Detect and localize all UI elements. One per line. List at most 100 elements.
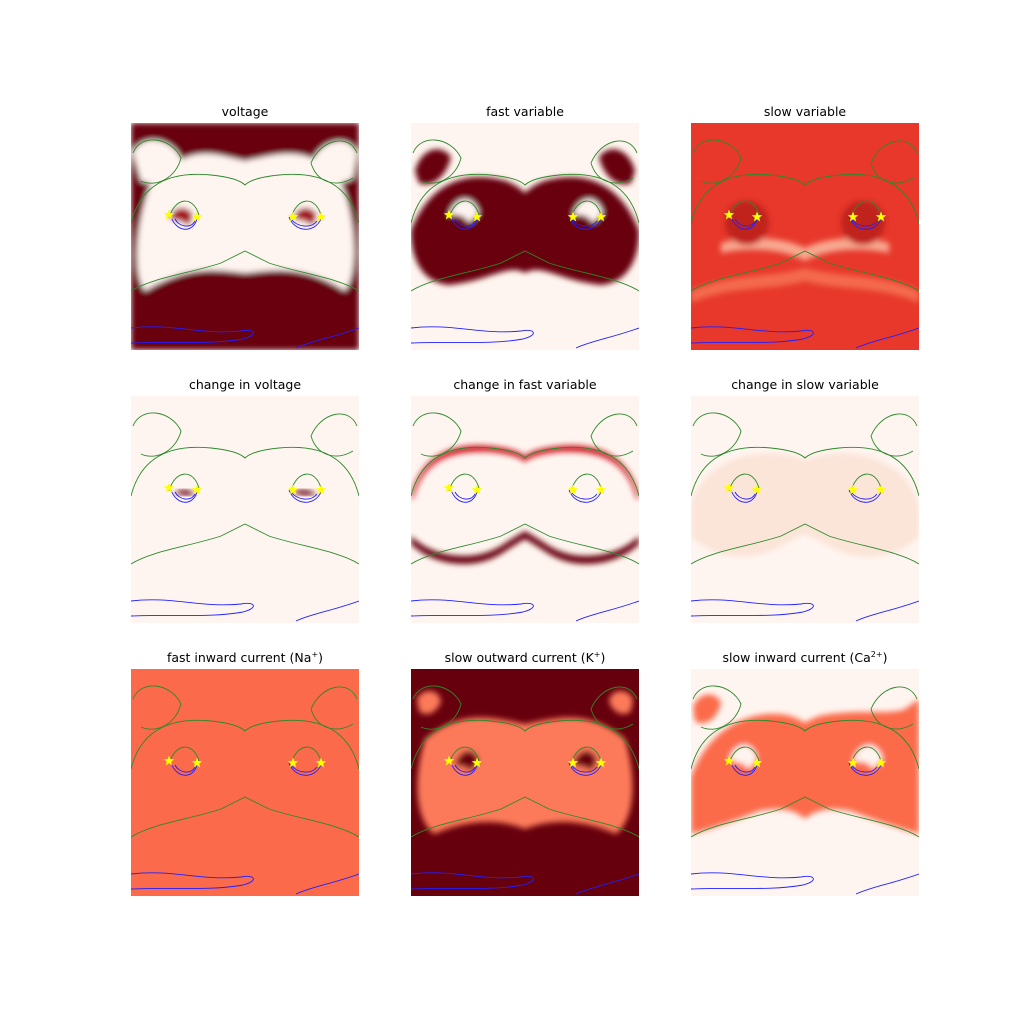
panel-1: voltage bbox=[131, 104, 359, 350]
star-marker bbox=[471, 211, 483, 222]
blue-contour bbox=[691, 872, 814, 890]
star-marker bbox=[163, 482, 175, 493]
green-contour bbox=[310, 686, 358, 730]
star-marker bbox=[875, 757, 887, 768]
star-marker bbox=[315, 484, 327, 495]
star-marker bbox=[163, 755, 175, 766]
star-marker bbox=[567, 484, 579, 495]
blue-contour bbox=[575, 873, 639, 895]
star-marker bbox=[751, 211, 763, 222]
blue-contour bbox=[450, 489, 478, 503]
blue-contour bbox=[730, 489, 758, 503]
heatmap-region bbox=[417, 690, 441, 714]
blue-contour bbox=[450, 762, 478, 776]
heatmap-region bbox=[293, 207, 317, 226]
star-marker bbox=[595, 757, 607, 768]
blue-contour bbox=[850, 491, 878, 500]
star-marker bbox=[471, 484, 483, 495]
panel-6: change in slow variable bbox=[691, 377, 919, 623]
panel-title: change in slow variable bbox=[731, 377, 879, 392]
panel-4: change in voltage bbox=[131, 377, 359, 623]
green-contour bbox=[692, 412, 742, 457]
green-contour bbox=[131, 796, 359, 838]
green-contour bbox=[691, 250, 919, 292]
star-marker bbox=[471, 757, 483, 768]
green-contour bbox=[691, 796, 919, 838]
green-contour bbox=[870, 140, 918, 184]
star-marker bbox=[191, 484, 203, 495]
blue-contour bbox=[734, 218, 756, 227]
heatmap-background bbox=[691, 123, 919, 350]
star-marker bbox=[847, 484, 859, 495]
panel-title: change in voltage bbox=[188, 377, 302, 392]
heatmap-region bbox=[841, 201, 885, 245]
blue-contour bbox=[570, 764, 598, 773]
green-contour bbox=[870, 413, 918, 457]
green-contour bbox=[412, 139, 462, 184]
star-marker bbox=[723, 209, 735, 220]
heatmap-region bbox=[417, 717, 633, 834]
blue-contour bbox=[575, 600, 639, 622]
heatmap-region bbox=[455, 750, 479, 771]
blue-contour bbox=[734, 764, 756, 773]
panel-title: voltage bbox=[221, 104, 269, 119]
heatmap-region bbox=[411, 445, 639, 500]
heatmap-region bbox=[691, 268, 919, 303]
heatmap-plot bbox=[411, 123, 639, 350]
blue-contour bbox=[450, 216, 478, 230]
green-contour bbox=[590, 140, 638, 184]
green-contour bbox=[310, 413, 358, 457]
heatmap-plot bbox=[131, 669, 359, 896]
green-contour bbox=[131, 523, 359, 565]
star-marker bbox=[191, 211, 203, 222]
heatmap-background bbox=[411, 396, 639, 623]
green-contour bbox=[132, 412, 182, 457]
heatmap-plot bbox=[411, 396, 639, 623]
star-marker bbox=[875, 211, 887, 222]
blue-contour bbox=[174, 491, 196, 500]
heatmap-region bbox=[691, 453, 919, 557]
star-marker bbox=[595, 484, 607, 495]
panel-title: slow outward current (K+) bbox=[444, 650, 606, 666]
panel-title: fast inward current (Na+) bbox=[166, 650, 324, 666]
green-contour bbox=[411, 796, 639, 838]
blue-contour bbox=[855, 600, 919, 622]
star-marker bbox=[751, 484, 763, 495]
blue-contour bbox=[131, 326, 254, 344]
heatmap-region bbox=[415, 149, 451, 185]
blue-contour bbox=[855, 327, 919, 349]
star-marker bbox=[287, 211, 299, 222]
blue-contour bbox=[411, 872, 534, 890]
green-contour bbox=[131, 250, 359, 292]
blue-contour bbox=[850, 218, 878, 227]
heatmap-region bbox=[175, 489, 195, 496]
heatmap-plot bbox=[411, 669, 639, 896]
blue-contour bbox=[730, 762, 758, 776]
green-contour bbox=[132, 139, 182, 184]
blue-contour bbox=[691, 326, 814, 344]
blue-contour bbox=[855, 873, 919, 895]
blue-contour bbox=[730, 216, 758, 230]
panel-7: fast inward current (Na+) bbox=[131, 650, 359, 896]
heatmap-region bbox=[169, 207, 193, 226]
heatmap-region bbox=[411, 531, 639, 565]
heatmap-region bbox=[609, 690, 633, 714]
blue-contour bbox=[454, 764, 476, 773]
green-contour bbox=[310, 140, 358, 184]
heatmap-plot bbox=[691, 123, 919, 350]
heatmap-region bbox=[721, 238, 889, 261]
heatmap-region bbox=[573, 750, 597, 771]
blue-contour bbox=[295, 873, 359, 895]
green-contour bbox=[132, 685, 182, 730]
panel-title: slow variable bbox=[763, 104, 847, 119]
green-contour bbox=[691, 523, 919, 565]
star-marker bbox=[315, 757, 327, 768]
blue-contour bbox=[691, 599, 814, 617]
panel-title: change in fast variable bbox=[453, 377, 597, 392]
blue-contour bbox=[295, 327, 359, 349]
heatmap-background bbox=[131, 396, 359, 623]
blue-contour bbox=[170, 216, 198, 230]
green-contour bbox=[870, 686, 918, 730]
heatmap-region bbox=[293, 489, 317, 496]
star-marker bbox=[443, 209, 455, 220]
